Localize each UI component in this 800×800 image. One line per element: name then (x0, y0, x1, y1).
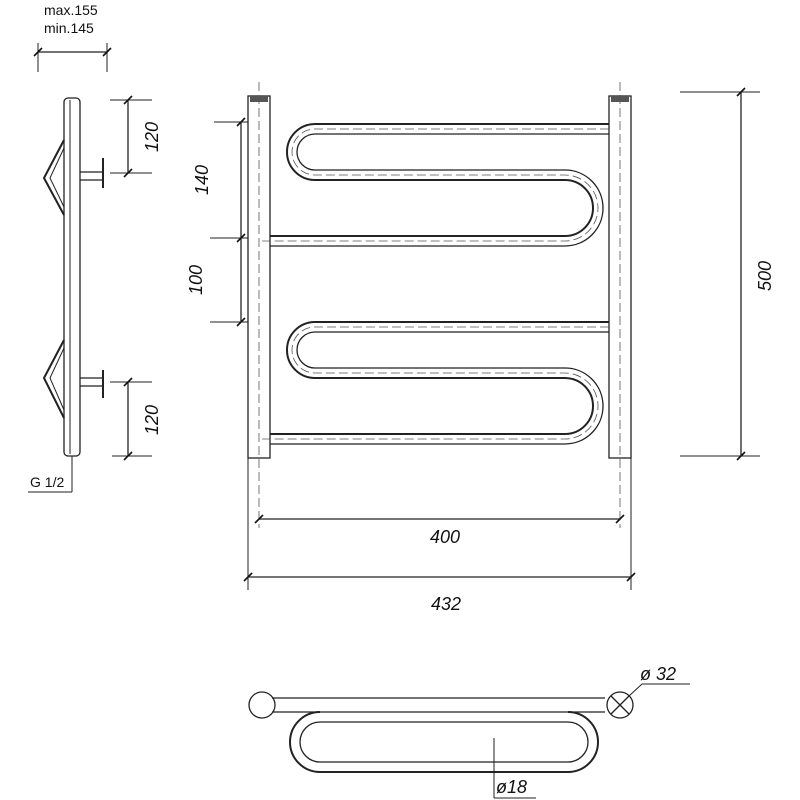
dimension-tick (123, 168, 133, 178)
thread-label: G 1/2 (30, 474, 64, 490)
dimension-tick (736, 87, 746, 97)
dimension-tick (123, 377, 133, 387)
side-tube (63, 97, 81, 457)
serpentine-lower (262, 321, 609, 445)
dim-500-label: 500 (755, 261, 775, 291)
bracket-lower (80, 370, 104, 398)
top-loop-outer (289, 711, 599, 773)
dimension-tick (236, 317, 246, 327)
dimension-tick (254, 514, 264, 524)
dim-432-label: 432 (431, 594, 461, 614)
dia18-label: ø18 (496, 777, 527, 797)
collector-left-cap-top (250, 96, 268, 102)
collector-right-cap-top (611, 96, 629, 102)
dimension-tick (626, 572, 636, 582)
dimension-tick (33, 47, 43, 57)
dimension-tick (236, 233, 246, 243)
dimension-arrows (33, 47, 746, 582)
gap-min-label: min.145 (44, 20, 94, 36)
side-loop-upper (42, 139, 65, 216)
dimension-tick (102, 47, 112, 57)
top-collector-right-cross-b (610, 695, 630, 715)
serpentine-upper (262, 123, 609, 247)
gap-max-label: max.155 (44, 2, 98, 18)
top-collector-right-circle (606, 691, 634, 719)
dim-140-label: 140 (192, 165, 212, 195)
dim-100-label: 100 (186, 265, 206, 295)
top-view: ø 32 ø18 (248, 664, 690, 799)
side-loop-lower-inner (49, 347, 65, 411)
dia32-label: ø 32 (640, 664, 676, 684)
dimension-tick (123, 95, 133, 105)
front-view: 140 100 500 400 432 (186, 82, 775, 614)
dimension-tick (243, 572, 253, 582)
dim-top-120-label: 120 (142, 122, 162, 152)
top-collector-left-circle (248, 691, 276, 719)
dimension-tick (123, 451, 133, 461)
dimension-tick (736, 451, 746, 461)
dia32-leader (628, 683, 643, 697)
bracket-upper (80, 158, 104, 188)
top-loop-inner (299, 721, 589, 763)
dim-400-label: 400 (430, 527, 460, 547)
dimension-tick (236, 117, 246, 127)
dimension-tick (615, 514, 625, 524)
side-loop-upper-inner (49, 147, 65, 208)
side-view: max.155 min.145 120 (28, 2, 162, 493)
side-loop-lower (42, 339, 65, 419)
dim-bottom-120-label: 120 (142, 405, 162, 435)
